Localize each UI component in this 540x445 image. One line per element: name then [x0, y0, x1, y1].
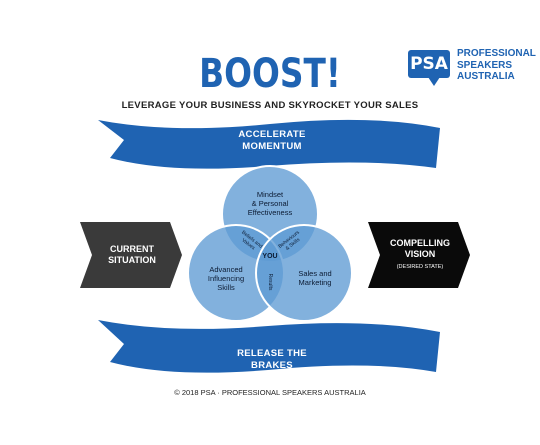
venn-top-line-3: Effectiveness: [248, 208, 293, 217]
psa-logo-text: PROFESSIONAL SPEAKERS AUSTRALIA: [457, 48, 536, 83]
venn-circle-right: [255, 224, 353, 322]
compelling-vision-arrow: [368, 222, 470, 288]
accelerate-banner: [98, 119, 440, 169]
banner-top-line-1: ACCELERATE: [238, 129, 305, 140]
venn-right-line-1: Sales and: [298, 269, 331, 278]
current-line-1: CURRENT: [110, 244, 155, 254]
logo-speech-tail-icon: [428, 77, 440, 86]
psa-logo-mark: PSA: [408, 50, 450, 78]
logo-line: AUSTRALIA: [457, 71, 515, 82]
logo-line: SPEAKERS: [457, 59, 513, 71]
page-title: BOOST!: [199, 51, 341, 97]
vision-line-3: (DESIRED STATE): [397, 264, 444, 270]
venn-left-line-2: Influencing: [208, 274, 244, 283]
current-situation-arrow: [80, 222, 182, 288]
logo-line: PROFESSIONAL: [457, 48, 536, 59]
vision-line-2: VISION: [405, 249, 436, 259]
venn-left-line-1: Advanced: [209, 265, 242, 274]
banner-top-line-2: MOMENTUM: [242, 141, 301, 152]
release-banner: [98, 320, 440, 373]
venn-top-line-1: Mindset: [257, 190, 284, 199]
banner-bottom-line-1: Release the: [237, 348, 307, 359]
footer-copyright: © 2018 PSA · PROFESSIONAL SPEAKERS AUSTR…: [174, 388, 366, 397]
venn-right-line-2: Marketing: [299, 278, 332, 287]
banner-bottom-line-2: Brakes: [251, 360, 293, 371]
venn-top-line-2: & Personal: [252, 199, 289, 208]
current-line-2: SITUATION: [108, 255, 156, 265]
page-subtitle: LEVERAGE YOUR BUSINESS AND SKYROCKET YOU…: [121, 100, 419, 111]
overlap-results: Results: [267, 274, 273, 291]
venn-center-label: YOU: [262, 253, 277, 260]
venn-left-line-3: Skills: [217, 283, 235, 292]
vision-line-1: COMPELLING: [390, 238, 450, 248]
